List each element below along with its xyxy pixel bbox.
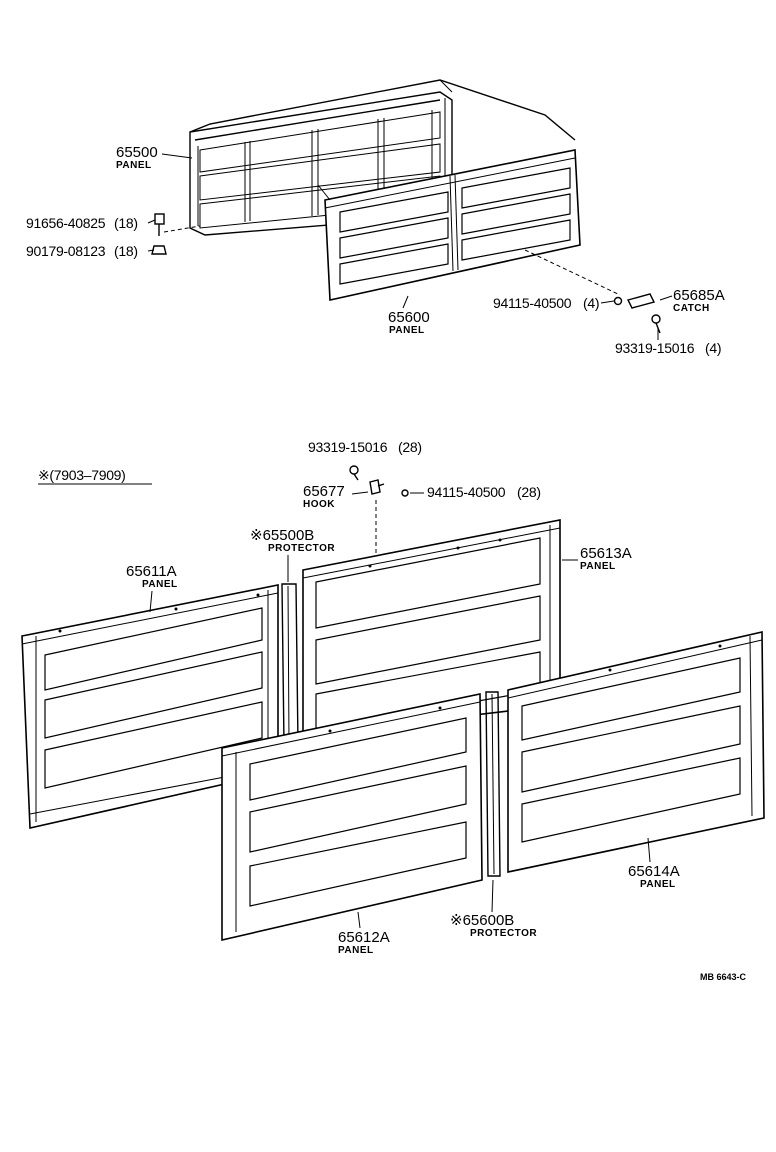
rear-panel-65613a-drawing (302, 519, 561, 736)
right-panel-leader (647, 837, 651, 863)
catch-washer-qty: (4) (583, 295, 599, 311)
catch-name: CATCH (673, 303, 710, 314)
hook-screw-qty: (28) (398, 439, 422, 455)
side-panel-number: 65600 (388, 309, 430, 326)
bolt-qty: (18) (114, 215, 138, 231)
catch-screw-number: 93319-15016 (615, 340, 695, 356)
left-panel-65611a-drawing (21, 584, 279, 829)
side-panel-name: PANEL (389, 325, 425, 336)
production-note: ※(7903–7909) (38, 467, 126, 483)
right-panel-number: 65614A (628, 863, 680, 880)
protector-side-name: PROTECTOR (470, 928, 537, 939)
bolt-number: 91656-40825 (26, 215, 106, 231)
hook-washer-number: 94115-40500 (427, 484, 506, 500)
bolt-nut-drawing (151, 213, 201, 255)
left-panel-name: PANEL (142, 579, 178, 590)
protector-front-number: ※65500B (250, 527, 314, 544)
mounting-holes (58, 538, 722, 733)
protector-side-number: ※65600B (450, 912, 514, 929)
protector-side-strip (485, 691, 501, 877)
catch-washer-number: 94115-40500 (493, 295, 572, 311)
left-panel-leader (149, 590, 153, 613)
protector-side-leader (491, 879, 494, 913)
catch-number: 65685A (673, 287, 725, 304)
front-right-panel-65612a-drawing (221, 693, 483, 942)
side-panel-65600-drawing (317, 149, 581, 301)
hook-drawing (349, 465, 424, 560)
hook-name: HOOK (303, 499, 335, 510)
diagram-code: MB 6643-C (700, 972, 747, 982)
hook-washer-qty: (28) (517, 484, 541, 500)
hook-screw-number: 93319-15016 (308, 439, 388, 455)
top-assembly-drawing (147, 79, 673, 340)
protector-front-name: PROTECTOR (268, 543, 335, 554)
nut-qty: (18) (114, 243, 138, 259)
catch-drawing (524, 249, 661, 334)
front-panel-name: PANEL (116, 160, 152, 171)
rear-panel-number: 65613A (580, 545, 632, 562)
right-panel-name: PANEL (640, 879, 676, 890)
rear-panel-name: PANEL (580, 561, 616, 572)
right-panel-65614a-drawing (507, 630, 765, 873)
left-panel-number: 65611A (126, 563, 177, 580)
front-right-panel-name: PANEL (338, 945, 374, 956)
hook-number: 65677 (303, 483, 345, 500)
front-right-panel-number: 65612A (338, 929, 390, 946)
protector-front-strip (281, 583, 299, 746)
catch-screw-qty: (4) (705, 340, 721, 356)
front-right-panel-leader (357, 911, 361, 929)
nut-number: 90179-08123 (26, 243, 106, 259)
front-panel-number: 65500 (116, 144, 158, 161)
